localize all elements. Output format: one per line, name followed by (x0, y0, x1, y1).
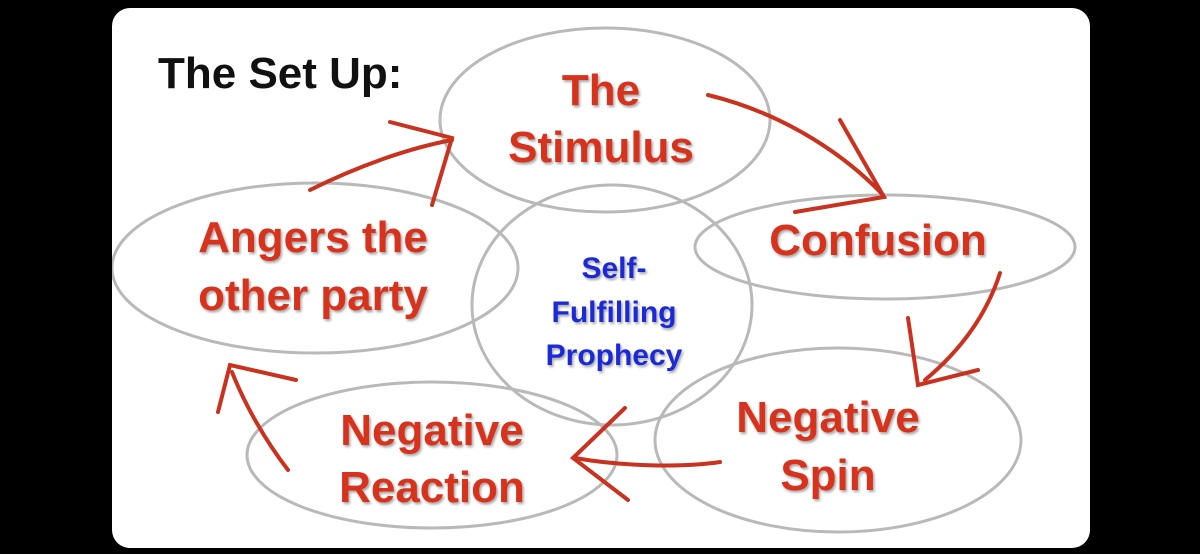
cycle-diagram: The Set Up: The Stimulus Confusion Negat… (112, 26, 1077, 534)
node-label-negative-reaction-line-1: Negative (340, 406, 523, 455)
node-label-negative-spin-line-2: Spin (780, 451, 875, 500)
arrow-confusion-to-spin (923, 271, 1002, 382)
node-label-angers-line-1: Angers the (198, 213, 428, 262)
center-label-line-3: Prophecy (546, 339, 683, 372)
ellipse-center (470, 183, 754, 427)
arrow-stimulus-to-confusion (706, 93, 885, 197)
arrowhead-angers-to-stimulus (388, 120, 455, 207)
node-label-negative-spin-line-1: Negative (736, 393, 919, 442)
arrowhead-spin-to-reaction (569, 406, 630, 502)
arrows (216, 93, 1002, 502)
slide: The Set Up: The Stimulus Confusion Negat… (112, 8, 1090, 548)
ellipse-stimulus (438, 26, 772, 214)
node-label-stimulus-line-2: Stimulus (508, 123, 694, 172)
node-label-angers-line-2: other party (198, 271, 428, 320)
ellipse-angers (112, 181, 520, 355)
ellipse-negative-reaction (245, 380, 619, 530)
node-label-stimulus-line-1: The (562, 66, 640, 115)
slide-title: The Set Up: (158, 49, 402, 98)
arrow-reaction-to-angers (230, 370, 290, 472)
arrowhead-reaction-to-angers (216, 362, 298, 414)
ellipse-negative-spin (653, 346, 1023, 534)
center-label-line-1: Self- (581, 252, 646, 285)
node-label-confusion: Confusion (769, 216, 987, 265)
center-label-line-2: Fulfilling (552, 296, 677, 329)
arrow-angers-to-stimulus (308, 138, 454, 192)
node-label-negative-reaction-line-2: Reaction (339, 463, 525, 512)
arrowhead-stimulus-to-confusion (793, 118, 888, 214)
arrow-spin-to-reaction (573, 456, 722, 468)
arrowhead-confusion-to-spin (906, 316, 980, 388)
